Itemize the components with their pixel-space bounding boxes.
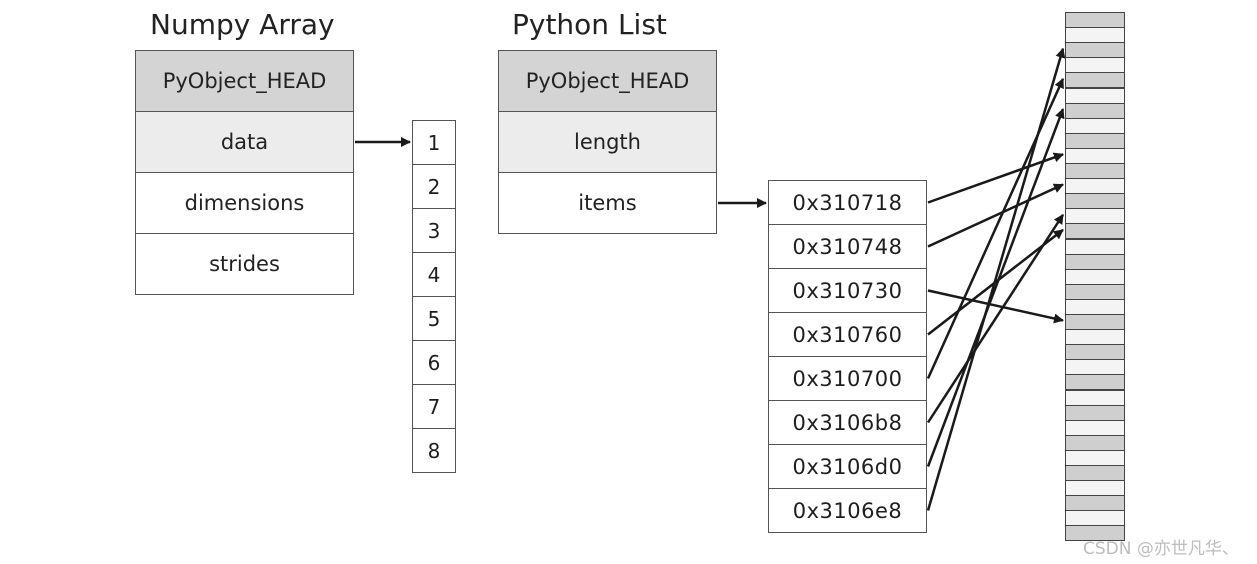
numpy-pyobject-head: PyObject_HEAD bbox=[135, 50, 354, 112]
python-list-title: Python List bbox=[512, 8, 667, 41]
pointer-cell: 0x310748 bbox=[768, 224, 927, 269]
numpy-value-cell: 5 bbox=[412, 296, 456, 341]
pointer-arrow bbox=[926, 77, 1065, 380]
memory-object-cell bbox=[1065, 525, 1125, 542]
pointer-arrows bbox=[926, 47, 1066, 511]
numpy-value-cell: 6 bbox=[412, 340, 456, 385]
numpy-value-cell: 7 bbox=[412, 384, 456, 429]
watermark: CSDN @亦世凡华、 bbox=[1083, 539, 1239, 559]
list-pyobject-head: PyObject_HEAD bbox=[498, 50, 717, 112]
pointer-cell: 0x310760 bbox=[768, 312, 927, 357]
numpy-array-title: Numpy Array bbox=[150, 8, 335, 41]
pointer-arrow bbox=[926, 108, 1065, 467]
numpy-value-cell: 3 bbox=[412, 208, 456, 253]
pointer-arrow bbox=[927, 152, 1064, 204]
list-items-field: items bbox=[498, 172, 717, 234]
numpy-value-cell: 1 bbox=[412, 120, 456, 165]
numpy-value-cell: 8 bbox=[412, 428, 456, 473]
list-length-field: length bbox=[498, 111, 717, 173]
numpy-value-cell: 4 bbox=[412, 252, 456, 297]
pointer-arrow bbox=[927, 289, 1064, 324]
pointer-cell: 0x3106e8 bbox=[768, 488, 927, 533]
pointer-cell: 0x310718 bbox=[768, 180, 927, 225]
pointer-cell: 0x3106b8 bbox=[768, 400, 927, 445]
numpy-data-field: data bbox=[135, 111, 354, 173]
pointer-arrow bbox=[926, 47, 1066, 511]
pointer-arrow bbox=[926, 213, 1065, 424]
numpy-strides-field: strides bbox=[135, 233, 354, 295]
pointer-arrow bbox=[927, 183, 1064, 248]
pointer-cell: 0x310730 bbox=[768, 268, 927, 313]
